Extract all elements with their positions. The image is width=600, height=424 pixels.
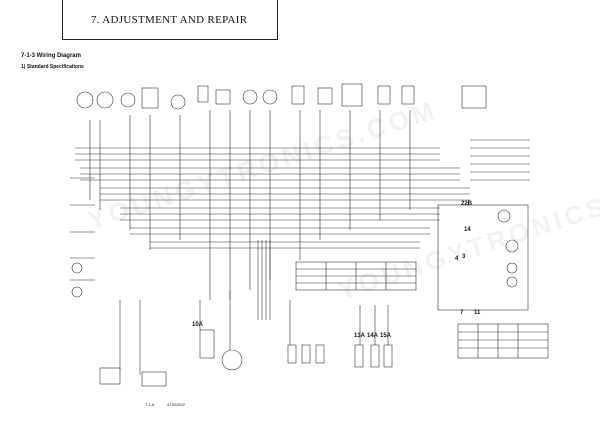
component-box-1 [141,87,159,109]
fuse-block-10a [199,329,215,359]
component-box-5 [317,87,333,105]
component-ignition [221,349,243,371]
connector-label-22b: 22B [461,201,473,207]
connector-label-11: 11 [474,310,481,316]
fuse-15a [383,344,393,368]
connector-label-4: 4 [455,256,459,262]
component-sensor-1 [242,89,258,105]
component-bottom-3 [315,344,325,364]
fuse-14a [370,344,380,368]
component-bottom-1 [287,344,297,364]
battery [99,367,121,385]
component-right-3 [506,262,518,274]
component-box-3 [215,89,231,105]
component-left-2 [71,286,83,298]
subsection-heading: 1) Standard Specifications [21,64,84,70]
component-sensor-2 [262,89,278,105]
fuse-label-10a: 10A [192,322,204,328]
component-box-8 [401,85,415,105]
right-panel [437,204,529,311]
section-heading: 7-1-3 Wiring Diagram [21,53,81,59]
footer-page-number: 7-1-6 [145,402,155,407]
page-title: 7. ADJUSTMENT AND REPAIR [91,14,248,26]
component-meter-3 [120,92,136,108]
component-meter-1 [76,91,94,109]
component-box-7 [377,85,391,105]
component-switch-1 [170,94,186,110]
spec-table [457,323,549,359]
component-box-6 [341,83,363,107]
component-meter-2 [96,91,114,109]
connector-label-14: 14 [464,227,471,233]
component-right-1 [497,209,511,223]
component-box-4 [291,85,305,105]
component-left-1 [71,262,83,274]
header-box: 7. ADJUSTMENT AND REPAIR [62,0,278,40]
component-relay [461,85,487,109]
fuse-label-14a: 14A [367,333,379,339]
connector-label-3: 3 [462,254,466,260]
fuse-label-13a: 13A [354,333,366,339]
footer-doc-number: 47201922 [167,402,185,407]
starter [141,371,167,387]
component-box-2 [197,85,209,103]
connector-label-7: 7 [460,310,464,316]
fuse-13a [354,344,364,368]
component-right-4 [506,276,518,288]
component-right-2 [505,239,519,253]
fuse-label-15a: 15A [380,333,392,339]
component-bottom-2 [301,344,311,364]
